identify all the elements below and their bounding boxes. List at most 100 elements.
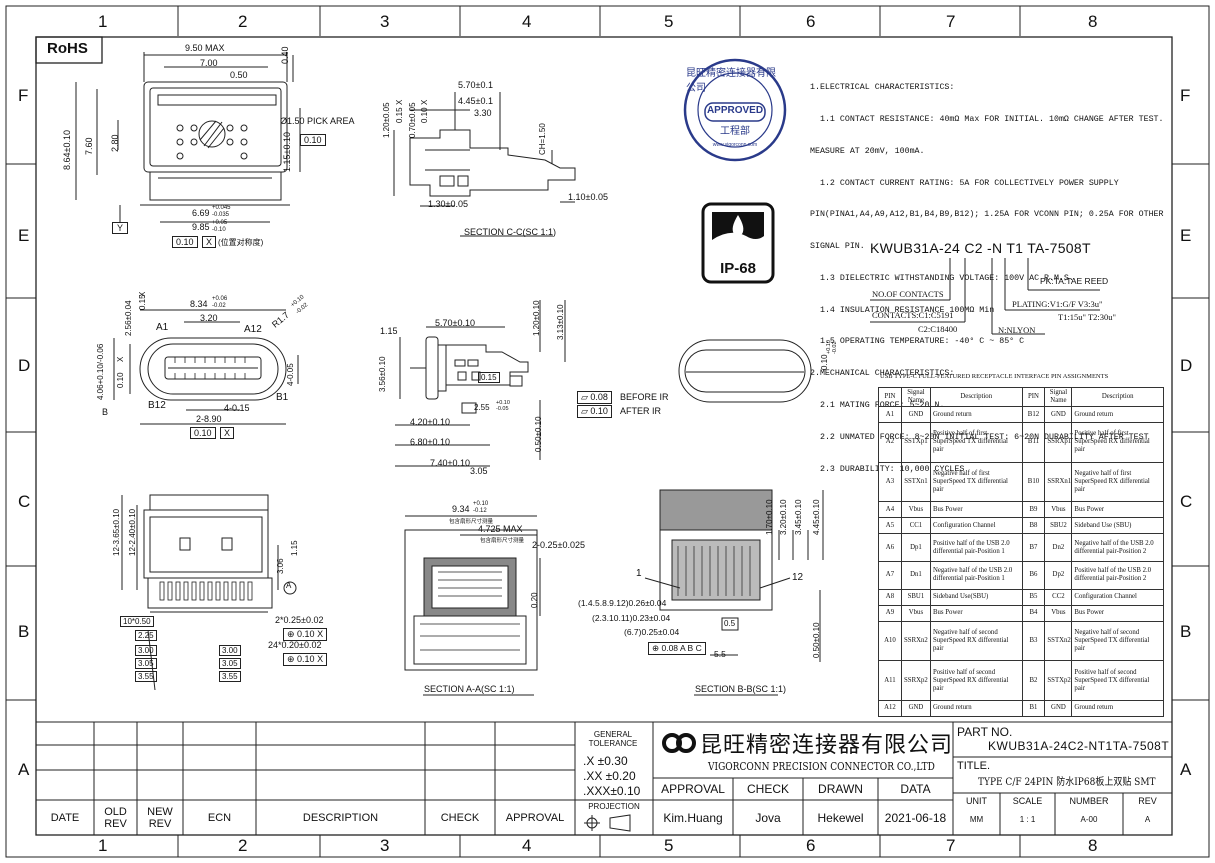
dim: 0.15 — [395, 107, 404, 123]
pin-table-cell: SSRXp2 — [900, 660, 931, 701]
note-line: 1.2 CONTACT CURRENT RATING: 5A FOR COLLE… — [810, 178, 1119, 188]
pin-table-cell: SSTXp2 — [1044, 660, 1073, 701]
sign-header-data: DATA — [900, 782, 931, 796]
title-value: TYPE C/F 24PIN 防水IP68板上双贴 SMT — [978, 777, 1156, 788]
dim: ⊕ 0.10 X — [283, 653, 328, 666]
dim-note: (位置对称度) — [218, 238, 264, 247]
dim: 1.20±0.05 — [382, 102, 391, 138]
note-line: 1.1 CONTACT RESISTANCE: 40mΩ Max FOR INI… — [810, 114, 1164, 124]
title-block-grid — [36, 721, 1172, 835]
zone-row-e: E — [18, 226, 30, 245]
dim: (6.7)0.25±0.04 — [624, 627, 680, 637]
dim: 1.10±0.05 — [568, 192, 608, 202]
pin-table-cell: Negative half of first SuperSpeed TX dif… — [929, 461, 1023, 503]
side-view — [395, 300, 566, 467]
dim: 7.00 — [200, 58, 218, 68]
position-tol: ⊕ 0.08 A B C — [648, 642, 706, 655]
pin-table-cell: A6 — [878, 533, 902, 562]
dim: 4.45±0.1 — [458, 96, 493, 106]
zone-col-4-bottom: 4 — [522, 836, 532, 855]
dim-tol: +0.06 — [212, 296, 228, 302]
contacts-note: CONTACTS:C1:C5191 — [872, 310, 954, 320]
dim: 0.10 — [300, 134, 326, 146]
dim: 7.60 — [84, 137, 94, 155]
dim: 4.45±0.10 — [812, 499, 821, 535]
pin-table-cell: A4 — [878, 501, 902, 519]
unit-label: UNIT — [966, 796, 987, 806]
zone-col-1-bottom: 1 — [98, 836, 108, 855]
zone-row-e-right: E — [1180, 226, 1192, 245]
dim: 0.50 — [230, 70, 248, 80]
note-line: 2.MECHANICAL CHARACTERISTICS: — [810, 369, 955, 379]
pin-table-cell: Ground return — [929, 699, 1023, 718]
dim: 2.25 — [135, 630, 157, 641]
dim: 4-0.15 — [224, 403, 250, 413]
tolerance-2: .XX ±0.20 — [583, 769, 636, 783]
pin-table-cell: SBU2 — [1044, 517, 1073, 535]
pin-table-cell: Positive half of second SuperSpeed TX di… — [1071, 660, 1164, 701]
pin-table-cell: Dp2 — [1044, 560, 1073, 590]
rev-header-date: DATE — [50, 811, 80, 824]
pin-table-cell: CC2 — [1044, 588, 1073, 606]
dim: 6.69 — [192, 208, 210, 218]
plating-note: PLATING:V1:G/F V3:3u" — [1012, 299, 1103, 309]
dim: 2*0.25±0.02 — [275, 615, 324, 625]
dim-tol: -0.035 — [212, 212, 230, 218]
part-no-label: PART NO. — [957, 725, 1013, 739]
dim: 3.20±0.10 — [779, 499, 788, 535]
pin-assignment-table: PIN Signal Name Description PIN Signal N… — [878, 387, 1164, 718]
pin-table-cell: Negative half of the USB 2.0 differentia… — [1071, 533, 1164, 562]
dim: CH=1.50 — [538, 123, 547, 155]
datum-a: A — [286, 581, 292, 590]
dim: 7.40±0.10 — [430, 458, 470, 468]
sign-approval: Kim.Huang — [663, 810, 723, 825]
zone-row-c-right: C — [1180, 492, 1193, 511]
pin-table-cell: B12 — [1021, 405, 1046, 424]
part-code-leaders — [870, 258, 1100, 335]
zone-row-c: C — [18, 492, 31, 511]
dim: 3.05 — [219, 658, 241, 669]
dim: 1.70±0.10 — [765, 499, 774, 535]
pk-note: PK:TA:TAE REED — [1040, 276, 1109, 286]
note-line: MEASURE AT 20mV, 100mA. — [810, 146, 925, 156]
pin-table-cell: Bus Power — [1071, 501, 1164, 519]
before-ir-label: BEFORE IR — [620, 392, 669, 402]
zone-col-5: 5 — [664, 12, 674, 31]
pin-table-cell: SSTXn1 — [900, 461, 931, 503]
dim: 4-0.05 — [286, 363, 295, 386]
zone-col-7-bottom: 7 — [946, 836, 956, 855]
rev-header-check: CHECK — [440, 811, 480, 824]
dim: 5.70±0.1 — [458, 80, 493, 90]
section-aa-view — [404, 515, 541, 696]
part-no-value: KWUB31A-24C2-NT1TA-7508T — [988, 739, 1170, 753]
flatness-after: ▱ 0.10 — [577, 405, 612, 418]
pin-table-cell: Ground return — [1071, 405, 1164, 424]
pin-table-cell: Positive half of first SuperSpeed TX dif… — [929, 422, 1023, 463]
stamp-ring-text: 昆旺精密连接器有限公司 — [686, 68, 776, 94]
dim: 3.13±0.10 — [556, 304, 565, 340]
header-cell: PIN — [1021, 387, 1046, 407]
pin-table-cell: GND — [900, 699, 931, 718]
zone-row-a: A — [18, 760, 30, 779]
pin-label-a12: A12 — [244, 324, 262, 335]
pin-callout-1: 1 — [636, 568, 642, 579]
note-line: 1.3 DIELECTRIC WITHSTANDING VOLTAGE: 100… — [810, 273, 1074, 283]
part-code: KWUB31A-24 C2 -N T1 TA-7508T — [870, 240, 1091, 256]
tolerance-1: .X ±0.30 — [583, 754, 628, 768]
zone-col-3-bottom: 3 — [380, 836, 390, 855]
c2-note: C2:C18400 — [918, 324, 958, 334]
dim: 2.56±0.04 — [124, 300, 133, 336]
pin-table-cell: Bus Power — [929, 604, 1023, 622]
pin-table-cell: A7 — [878, 560, 902, 590]
dim: 3.20 — [200, 313, 218, 323]
pin-table-cell: A8 — [878, 588, 902, 606]
pin-table-cell: Ground return — [1071, 699, 1164, 718]
pin-table-cell: Configuration Channel — [929, 517, 1023, 535]
rev-header-new: NEW REV — [147, 805, 173, 830]
rev-header-old: OLD REV — [104, 805, 127, 830]
